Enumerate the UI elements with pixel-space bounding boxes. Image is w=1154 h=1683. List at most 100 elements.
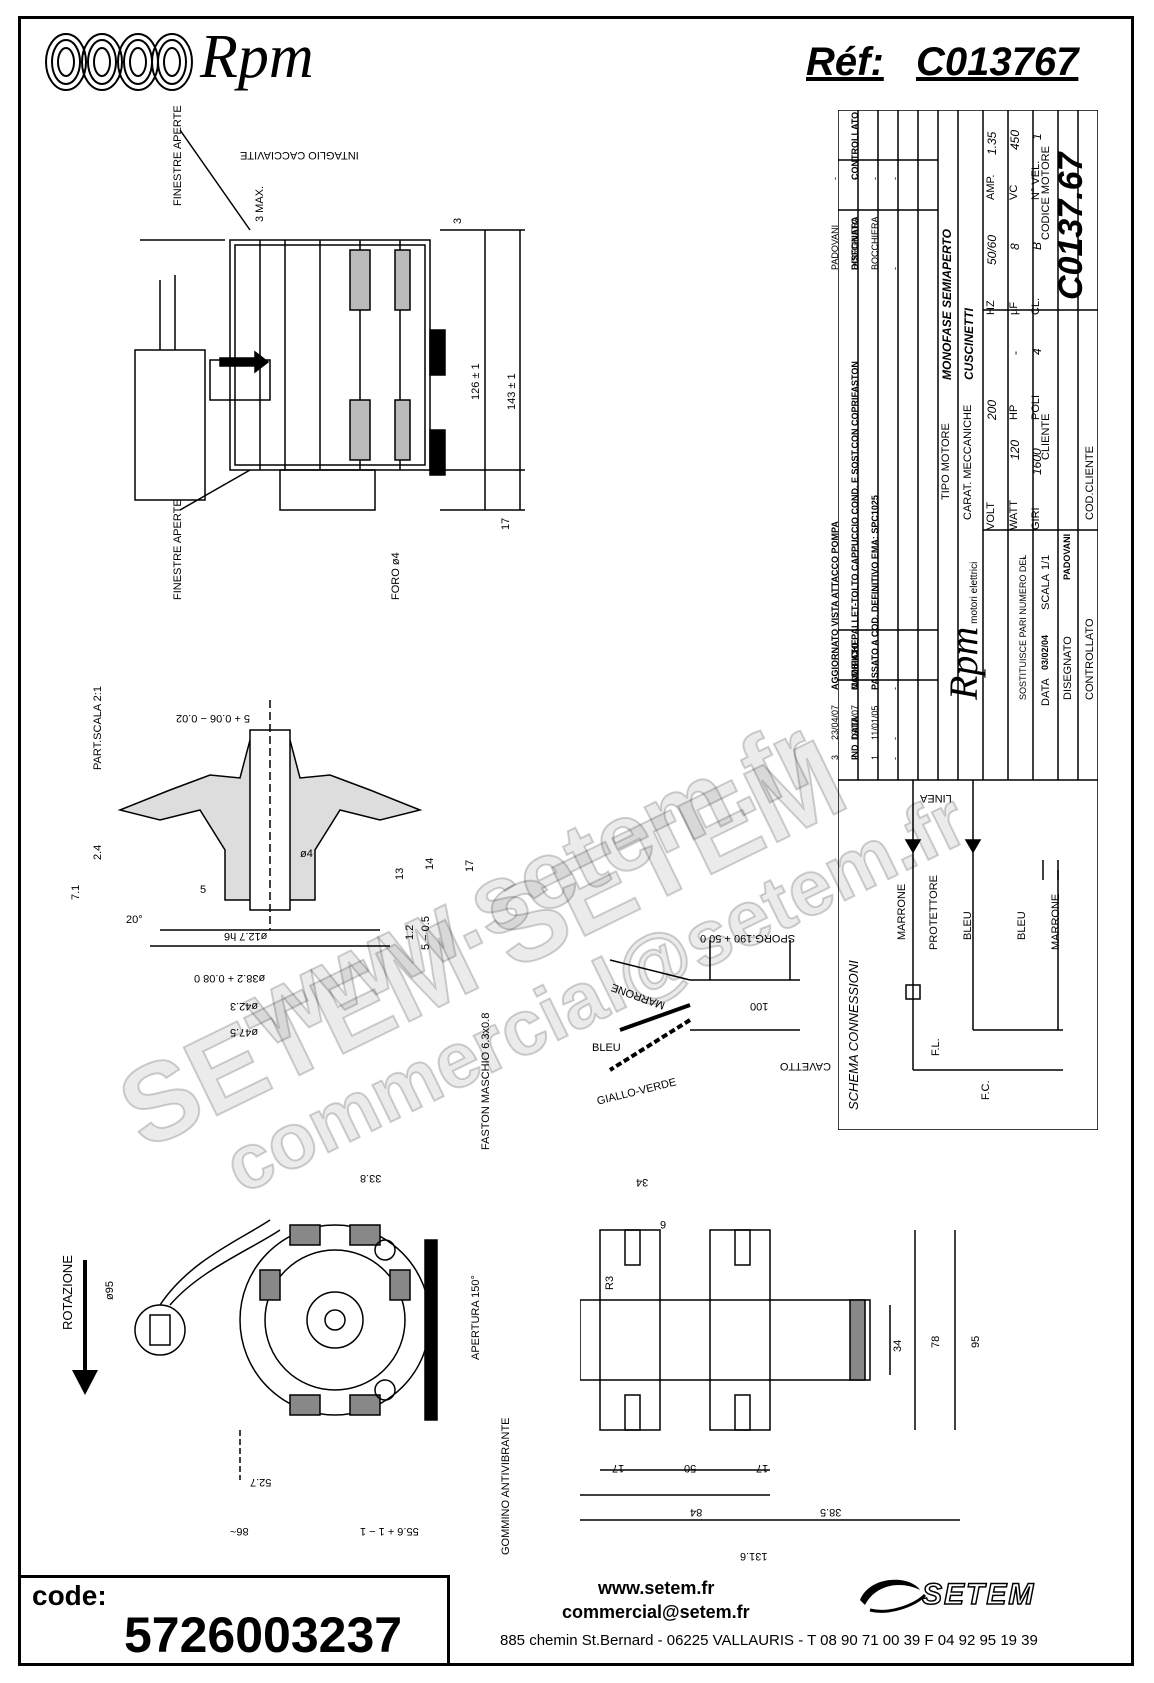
footer-address: 885 chemin St.Bernard - 06225 VALLAURIS … <box>500 1632 1038 1649</box>
detail-d13: 13 <box>394 867 406 880</box>
uf-label: µF <box>1008 301 1020 315</box>
footer-email-link[interactable]: commercial@setem.fr <box>562 1602 750 1622</box>
cliente-label: CLIENTE <box>1040 413 1052 460</box>
hp-value: - <box>1008 351 1022 355</box>
side-d34-top: 34 <box>636 1176 649 1188</box>
detail-d127: ø12.7 h6 <box>224 930 268 942</box>
max-label: 3 MAX. <box>254 185 266 222</box>
part-scale-label: PART.SCALA 2:1 <box>92 686 104 770</box>
drawing-frame <box>18 16 1134 1666</box>
front-d527: 52.7 <box>250 1476 272 1488</box>
motor-side-view <box>580 1229 960 1521</box>
amp-value: 1.35 <box>985 131 999 155</box>
part-detail-drawing <box>117 700 423 947</box>
scala-label: SCALA <box>1040 573 1052 610</box>
codice-motore-label: CODICE MOTORE <box>1040 146 1052 240</box>
nvel-value: 1 <box>1030 133 1044 140</box>
intaglio-label: INTAGLIO CACCIAVITE <box>240 149 359 161</box>
detail-d71: 7.1 <box>70 884 82 900</box>
table-row: 1 11/01/05 PASSATO A COD. DEFINITIVO EMA… <box>870 177 880 760</box>
front-d556: 55.6 + 1 − 1 <box>360 1525 419 1537</box>
amp-label: AMP. <box>985 174 997 200</box>
side-d50: 50 <box>684 1462 697 1474</box>
carat-label: CARAT. MECCANICHE <box>962 404 974 520</box>
side-d6: 6 <box>660 1218 667 1230</box>
detail-d5b: 5 <box>200 884 207 896</box>
detail-d24: 2.4 <box>92 844 104 860</box>
cavetto-label: CAVETTO <box>780 1060 831 1072</box>
foro-label: FORO ø4 <box>390 552 402 600</box>
data-value: 03/02/04 <box>1040 634 1050 670</box>
cod-cliente-label: COD.CLIENTE <box>1084 446 1096 520</box>
watt-label: WATT <box>1008 500 1020 530</box>
title-block-grid <box>838 110 1098 1130</box>
detail-d5: 5 + 0.06 − 0.02 <box>176 712 251 724</box>
motor-top-view <box>134 130 525 511</box>
dim-100: 100 <box>750 1000 769 1012</box>
scala-value: 1/1 <box>1040 554 1052 570</box>
side-d34: 34 <box>892 1339 904 1352</box>
giri-label: GIRI <box>1030 507 1042 530</box>
dim-143: 143 ± 1 <box>506 373 518 410</box>
code-label: code: <box>32 1580 107 1611</box>
disegnato-label: DISEGNATO <box>1062 636 1074 700</box>
vc-value: 450 <box>1008 129 1022 150</box>
poli-value: 4 <box>1030 348 1044 355</box>
logo-subtitle: motori elettrici <box>969 561 980 624</box>
code-value: 5726003237 <box>124 1607 403 1663</box>
rpm-logo-coil-icon <box>45 33 193 91</box>
side-d95: 95 <box>970 1335 982 1348</box>
cable-bleu: BLEU <box>592 1042 621 1054</box>
gommino-label: GOMMINO ANTIVIBRANTE <box>500 1417 512 1555</box>
front-d338: 33.8 <box>360 1172 382 1184</box>
side-d17-b: 17 <box>756 1462 769 1474</box>
volt-label: VOLT <box>985 502 997 530</box>
cable-drawing <box>608 940 800 1072</box>
controllato-label: CONTROLLATO <box>1084 618 1096 701</box>
side-d78: 78 <box>930 1335 942 1348</box>
disegnato-value: PADOVANI <box>1062 533 1072 580</box>
rotazione-label: ROTAZIONE <box>60 1255 75 1330</box>
sostituisce-label: SOSTITUISCE PARI NUMERO DEL <box>1018 554 1028 700</box>
revision-rows: 3 23/04/07 AGGIORNATO VISTA ATTACCO POMP… <box>830 80 910 760</box>
wiring-schema <box>904 780 1063 1071</box>
tipo-motore-value: MONOFASE SEMIAPERTO <box>940 229 954 380</box>
rotation-arrow-icon <box>72 1260 98 1395</box>
vc-label: VC <box>1008 184 1020 200</box>
detail-d4: ø4 <box>300 848 313 860</box>
front-d86: 86~ <box>230 1525 249 1537</box>
detail-d20: 20° <box>126 914 143 926</box>
dim-3: 3 <box>452 217 464 224</box>
ref-value: C013767 <box>916 40 1079 84</box>
logo-subtitle-wrap: Rpm motori elettrici <box>940 562 987 700</box>
brand-name: Rpm <box>200 23 314 91</box>
setem-swoosh-icon <box>860 1579 927 1613</box>
side-d385: 38.5 <box>820 1506 842 1518</box>
hp-label: HP <box>1008 404 1020 420</box>
code-box <box>18 1575 450 1666</box>
motor-front-view <box>134 1219 438 1480</box>
apertura-label: APERTURA 150° <box>470 1275 482 1360</box>
title-block-brand: Rpm <box>941 626 986 700</box>
carat-value: CUSCINETTI <box>962 308 976 380</box>
side-r3: R3 <box>604 1275 616 1290</box>
side-d1316: 131.6 <box>740 1550 768 1562</box>
dim-17-top: 17 <box>500 517 512 530</box>
footer-website-link[interactable]: www.setem.fr <box>598 1578 715 1598</box>
finestre-aperte-top-label: FINESTRE APERTE <box>172 105 184 206</box>
table-row: 2 19/07/07 CAMBIATO PALLET-TOLTO CAPPUCC… <box>850 177 860 760</box>
finestre-aperte-bottom-label: FINESTRE APERTE <box>172 499 184 600</box>
volt-value: 200 <box>985 399 999 420</box>
hz-value: 50/60 <box>985 234 999 265</box>
hz-label: HZ <box>985 300 997 315</box>
cl-label: CL. <box>1030 297 1042 315</box>
table-row: - - - - - <box>890 177 900 760</box>
dim-126: 126 ± 1 <box>470 363 482 400</box>
watt-value: 120 <box>1008 439 1022 460</box>
sostituisce-value: - <box>1018 556 1030 560</box>
cl-value: B <box>1030 241 1044 250</box>
setem-brand: SETEM <box>921 1577 1036 1612</box>
side-d84: 84 <box>690 1506 703 1518</box>
side-d17-a: 17 <box>612 1462 625 1474</box>
front-d95: ø95 <box>104 1281 116 1300</box>
